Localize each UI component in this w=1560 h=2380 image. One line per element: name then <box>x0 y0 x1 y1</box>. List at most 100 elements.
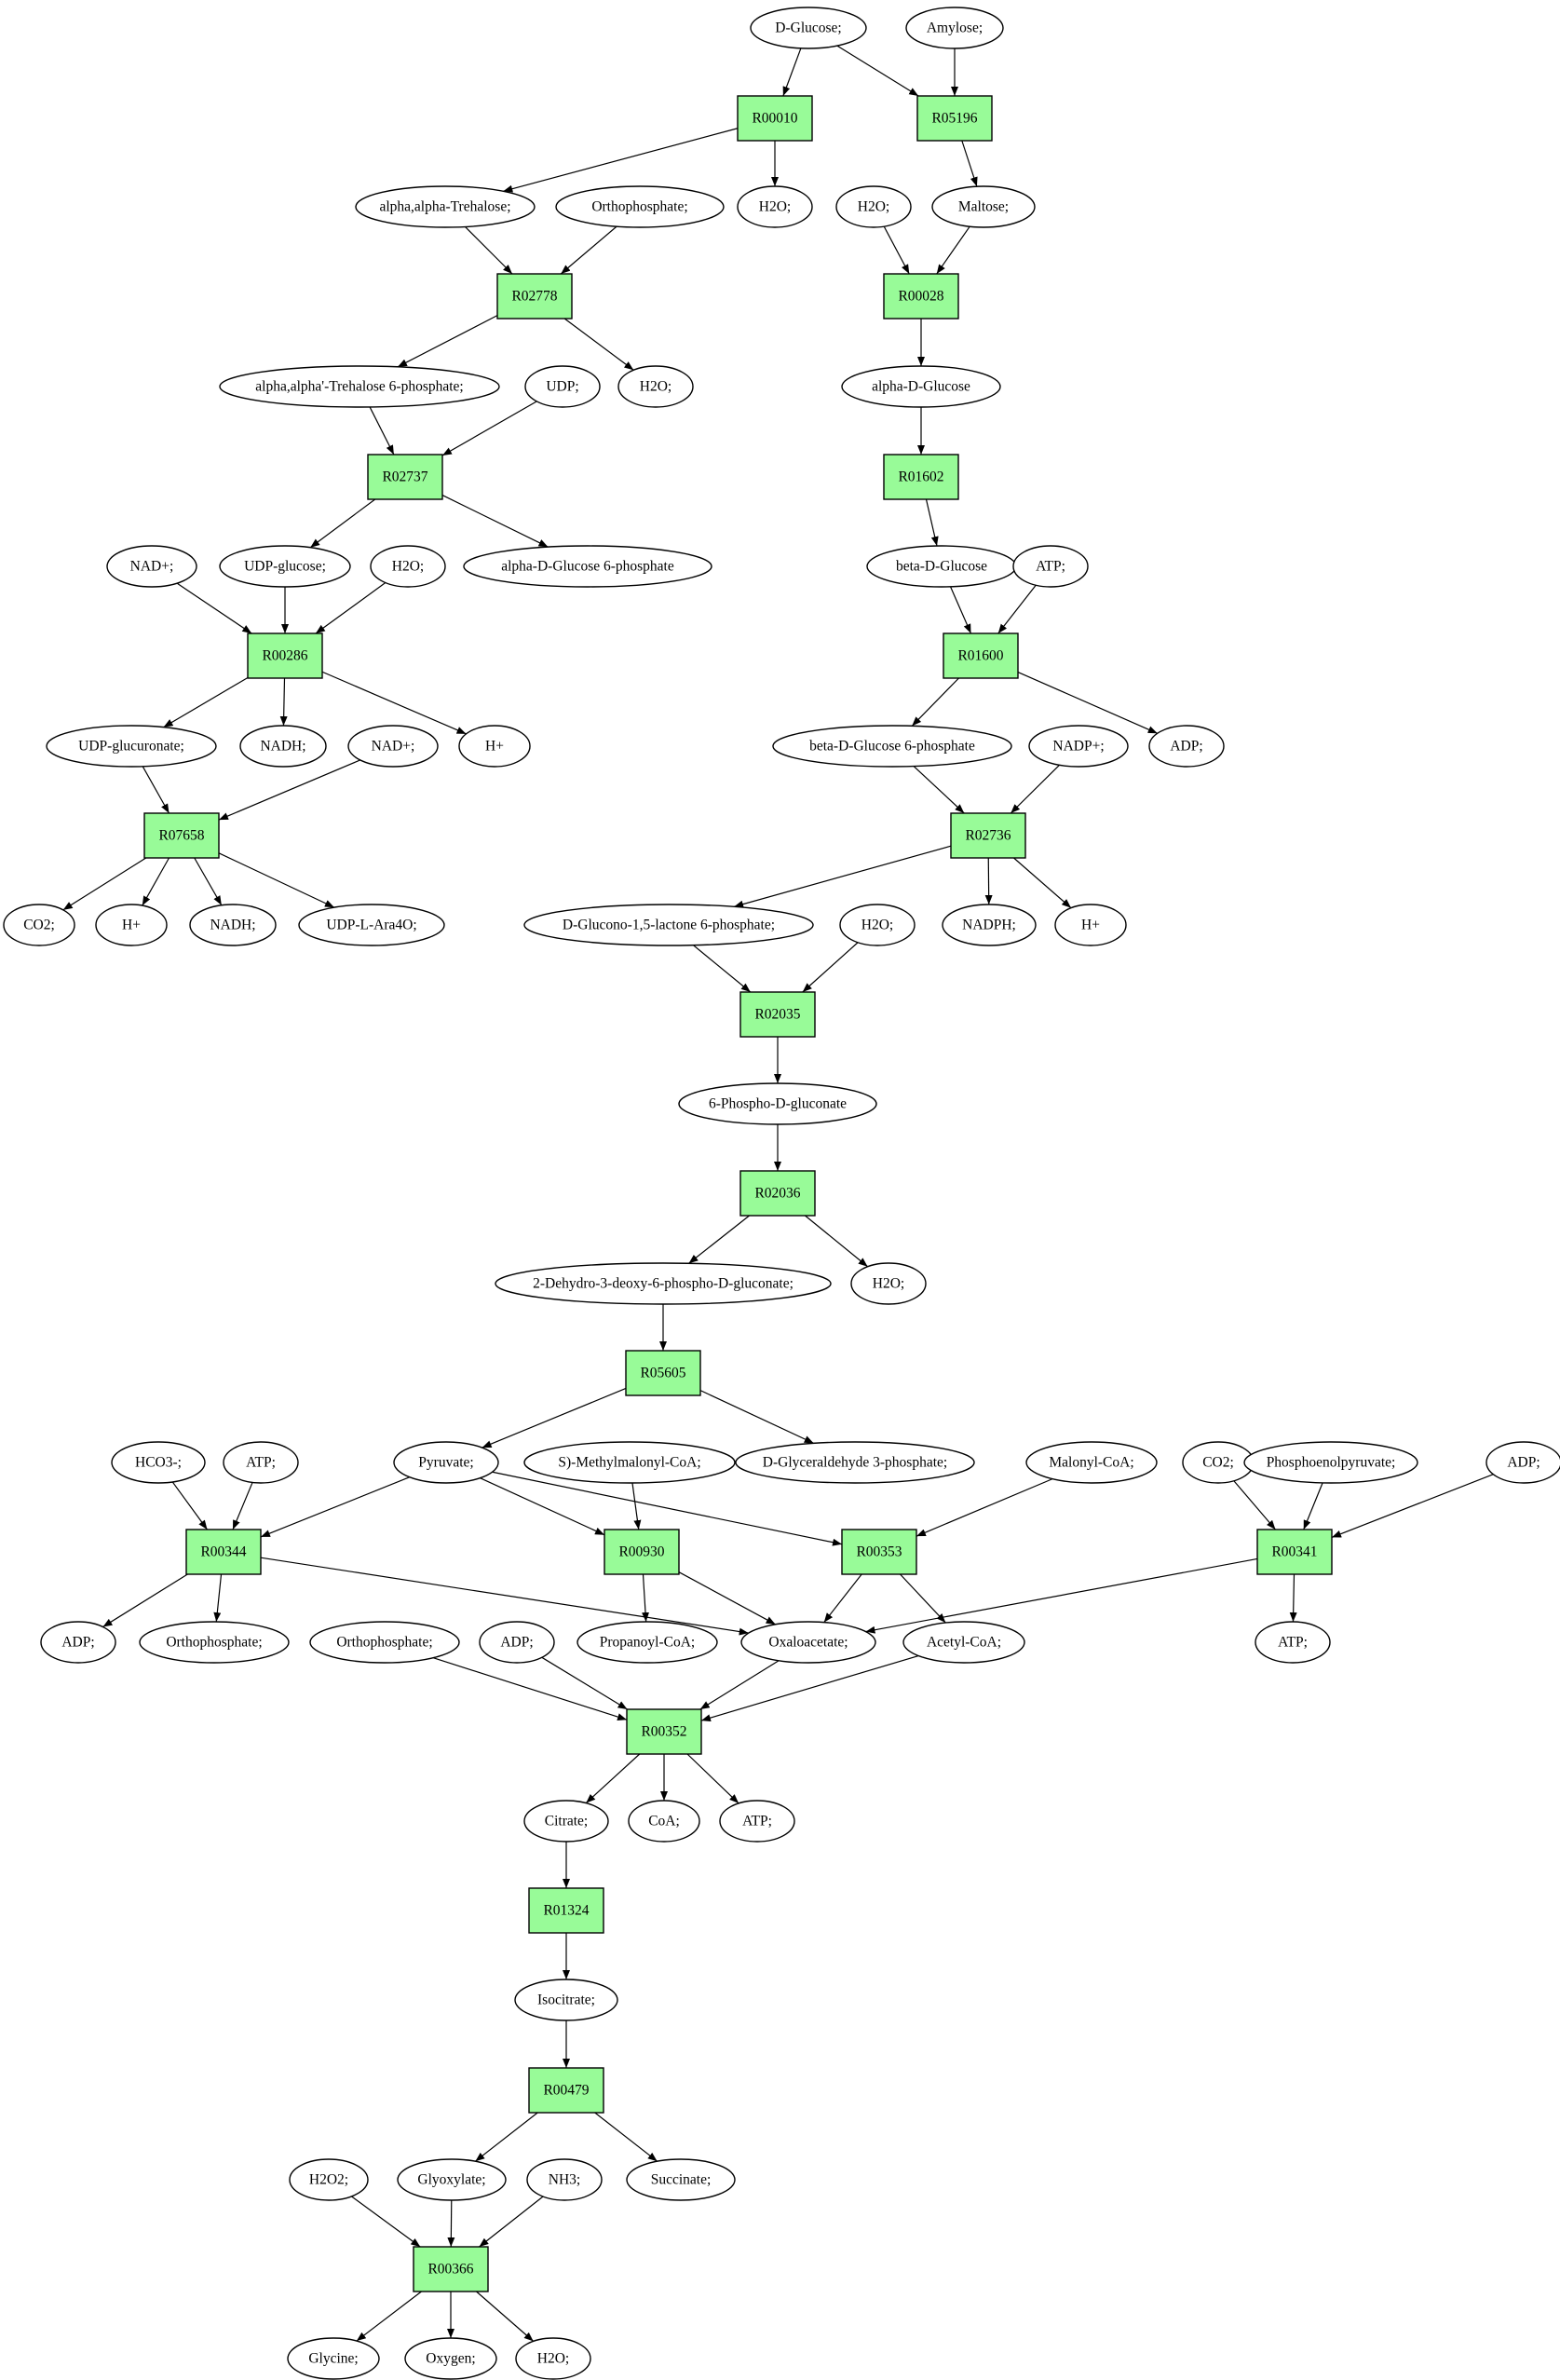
node-label: NADH; <box>260 739 305 755</box>
node-label: HCO3-; <box>135 1455 182 1471</box>
compound-ellipse <box>46 725 217 768</box>
compound-ellipse <box>355 185 536 228</box>
edge-r00286-to-udpglucuronate <box>163 676 249 728</box>
compound-ellipse <box>219 365 500 408</box>
compound-node-udpglucuronate: UDP-glucuronate; <box>46 725 217 768</box>
reaction-node-r00286: R00286 <box>247 632 323 679</box>
reaction-node-r00930: R00930 <box>604 1529 680 1575</box>
node-label: R00479 <box>543 2083 589 2099</box>
edge-r00352-to-atp_4 <box>686 1753 739 1804</box>
compound-node-betadglucose6p: beta-D-Glucose 6-phosphate <box>772 725 1012 768</box>
node-label: Propanoyl-CoA; <box>600 1635 695 1651</box>
reaction-node-r02736: R02736 <box>950 812 1026 859</box>
compound-node-hco3: HCO3-; <box>111 1441 206 1484</box>
edge-r00930-to-propanoyl <box>642 1573 650 1623</box>
edge-r00479-to-succinate <box>594 2112 658 2162</box>
node-label: R00930 <box>618 1544 664 1560</box>
node-label: R05605 <box>640 1366 685 1381</box>
node-label: Citrate; <box>545 1814 589 1829</box>
compound-node-nadh_2: NADH; <box>189 904 277 946</box>
compound-ellipse <box>219 545 351 588</box>
node-label: H2O2; <box>309 2172 348 2188</box>
reaction-box <box>604 1529 680 1575</box>
edge-adp_4-to-r00352 <box>541 1656 628 1710</box>
compound-ellipse <box>628 1800 700 1843</box>
edge-r01600-to-betadglucose6p <box>911 677 959 727</box>
edge-r02736-to-nadph <box>984 857 993 905</box>
compound-node-dglucose: D-Glucose; <box>750 7 867 49</box>
compound-node-alphadglucose6p: alpha-D-Glucose 6-phosphate <box>463 545 712 588</box>
edge-h2o_5-to-r02035 <box>802 942 859 993</box>
compound-ellipse <box>95 904 168 946</box>
compound-ellipse <box>678 1082 877 1125</box>
node-label: ATP; <box>1036 559 1065 575</box>
compound-node-h2o2: H2O2; <box>289 2158 369 2201</box>
compound-node-propanoyl: Propanoyl-CoA; <box>577 1621 718 1664</box>
reaction-box <box>737 95 813 142</box>
node-label: R01324 <box>543 1903 589 1919</box>
edge-r00353-to-acetylcoa <box>900 1573 946 1624</box>
reaction-node-r01600: R01600 <box>943 632 1019 679</box>
reaction-node-r02737: R02737 <box>367 454 443 500</box>
compound-ellipse <box>40 1621 116 1664</box>
node-label: H2O; <box>392 559 424 575</box>
reaction-node-r00341: R00341 <box>1256 1529 1333 1575</box>
compound-node-co2_2: CO2; <box>1182 1441 1255 1484</box>
compound-node-hplus_3: H+ <box>1054 904 1127 946</box>
reaction-node-r02778: R02778 <box>496 273 573 320</box>
compound-node-atp_2: ATP; <box>223 1441 299 1484</box>
compound-ellipse <box>555 185 725 228</box>
node-label: D-Glucono-1,5-lactone 6-phosphate; <box>563 918 775 933</box>
compound-ellipse <box>309 1621 460 1664</box>
compound-node-adp_3: ADP; <box>40 1621 116 1664</box>
compound-node-udp: UDP; <box>524 365 601 408</box>
node-label: D-Glucose; <box>775 20 841 36</box>
node-label: alpha,alpha-Trehalose; <box>379 199 510 215</box>
node-label: R00352 <box>641 1724 686 1740</box>
compound-ellipse <box>839 904 916 946</box>
compound-node-h2o_3: H2O; <box>617 365 694 408</box>
compound-ellipse <box>1012 545 1089 588</box>
compound-ellipse <box>719 1800 795 1843</box>
compound-ellipse <box>289 2158 369 2201</box>
node-label: Maltose; <box>958 199 1009 215</box>
node-label: NH3; <box>549 2172 580 2188</box>
compound-node-isocitrate: Isocitrate; <box>514 1979 618 2021</box>
edge-nadp_1-to-r00286 <box>176 582 252 634</box>
reaction-node-r00353: R00353 <box>841 1529 917 1575</box>
compound-ellipse <box>1255 1621 1331 1664</box>
compound-node-methylmalonyl: S)-Methylmalonyl-CoA; <box>523 1441 736 1484</box>
edge-r05605-to-pyruvate <box>482 1387 627 1448</box>
edge-atp_2-to-r00344 <box>232 1482 253 1530</box>
reaction-box <box>626 1708 702 1755</box>
edge-r00286-to-hplus_1 <box>321 671 467 735</box>
edge-r02036-to-h2o_6 <box>805 1215 869 1268</box>
node-label: R00010 <box>752 111 797 127</box>
edge-nh3-to-r00366 <box>479 2196 544 2248</box>
edge-atp_1-to-r01600 <box>997 584 1037 634</box>
compound-ellipse <box>3 904 75 946</box>
compound-node-alphadglucose: alpha-D-Glucose <box>841 365 1001 408</box>
node-label: CO2; <box>1202 1455 1234 1471</box>
edge-acetylcoa-to-r00352 <box>700 1654 919 1722</box>
node-label: Oxaloacetate; <box>768 1635 848 1651</box>
node-label: R00028 <box>898 289 943 305</box>
node-label: NADPH; <box>962 918 1016 933</box>
compound-ellipse <box>139 1621 290 1664</box>
compound-ellipse <box>942 904 1037 946</box>
reaction-node-r00366: R00366 <box>413 2246 489 2292</box>
compound-ellipse <box>347 725 439 768</box>
node-label: H2O; <box>873 1276 904 1292</box>
edge-r02036-to-dehydro <box>688 1215 750 1264</box>
node-label: beta-D-Glucose <box>896 559 987 575</box>
node-label: Glycine; <box>308 2351 358 2367</box>
node-label: R00353 <box>856 1544 902 1560</box>
compound-node-oxygen: Oxygen; <box>404 2337 497 2380</box>
node-label: alpha-D-Glucose 6-phosphate <box>501 559 674 575</box>
node-label: UDP-glucuronate; <box>78 739 184 755</box>
edge-udpglucuronate-to-r07658 <box>142 766 170 814</box>
edge-r00286-to-nadh_1 <box>279 677 288 727</box>
compound-node-nh3: NH3; <box>526 2158 603 2201</box>
edge-betadglucose6p-to-r02736 <box>913 766 965 814</box>
